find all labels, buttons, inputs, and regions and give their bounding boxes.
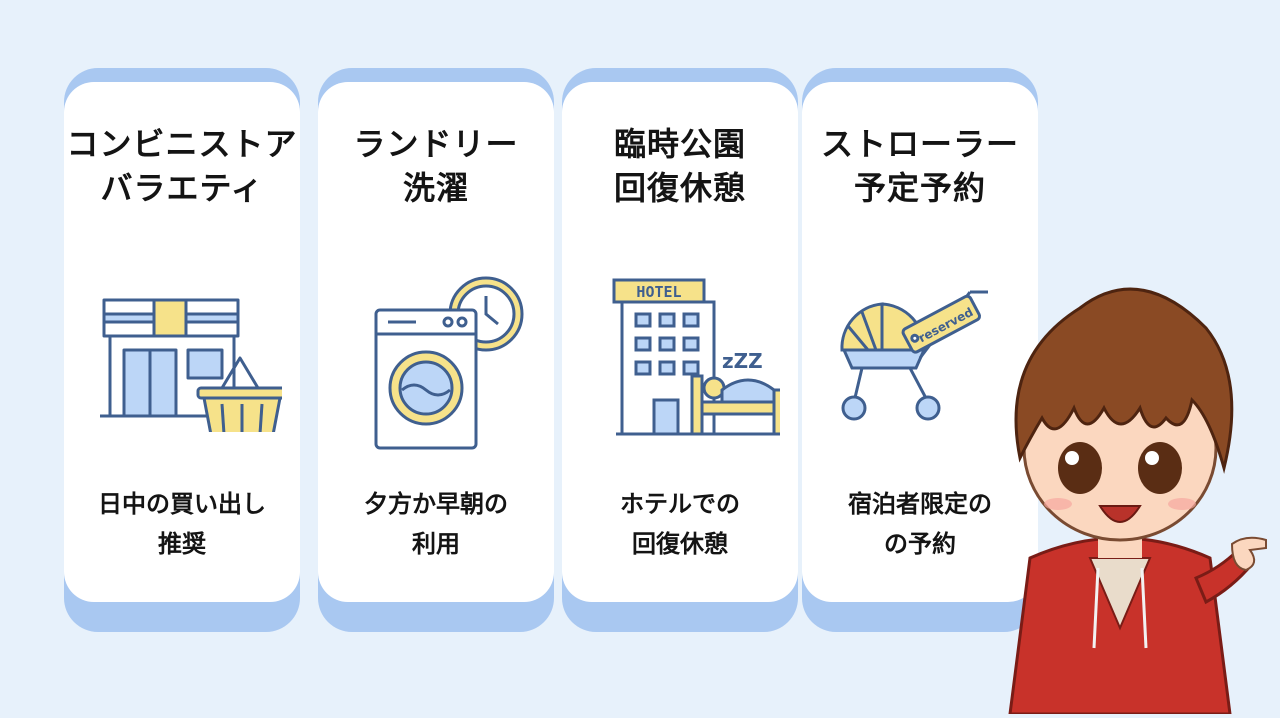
card-description: 宿泊者限定の の予約 xyxy=(802,484,1038,564)
card-title-line: 回復休憩 xyxy=(613,169,746,207)
card-description-line: 夕方か早朝の xyxy=(364,490,508,518)
card-description-line: 回復休憩 xyxy=(632,530,728,558)
sleep-zzz-text: zZZ xyxy=(722,349,763,373)
card-title-line: バラエティ xyxy=(100,169,264,207)
card-title-line: 洗濯 xyxy=(402,169,469,207)
card-description-line: 日中の買い出し xyxy=(98,490,266,518)
card-title: コンビニストア バラエティ xyxy=(64,122,300,210)
card-description: 夕方か早朝の 利用 xyxy=(318,484,554,564)
mascot-hair xyxy=(1014,287,1234,474)
card-body: ストローラー 予定予約 xyxy=(802,82,1038,602)
card-description-line: ホテルでの xyxy=(620,490,740,518)
card-description: ホテルでの 回復休憩 xyxy=(562,484,798,564)
card-stroller-reservation: ストローラー 予定予約 xyxy=(802,68,1038,632)
card-title: 臨時公園 回復休憩 xyxy=(562,122,798,210)
hotel-sign-text: HOTEL xyxy=(636,283,681,301)
hotel-icon: HOTEL zZZ xyxy=(562,272,798,452)
card-title-line: コンビニストア xyxy=(66,125,298,163)
card-description: 日中の買い出し 推奨 xyxy=(64,484,300,564)
card-title: ストローラー 予定予約 xyxy=(802,122,1038,210)
washing-machine-icon xyxy=(318,272,554,452)
convenience-store-icon xyxy=(64,272,300,452)
card-description-line: 利用 xyxy=(412,530,460,558)
card-body: コンビニストア バラエティ xyxy=(64,82,300,602)
card-title-line: 臨時公園 xyxy=(613,125,746,163)
card-title-line: ストローラー xyxy=(820,125,1019,163)
card-description-line: の予約 xyxy=(884,530,956,558)
card-convenience-store: コンビニストア バラエティ xyxy=(64,68,300,632)
card-title-line: 予定予約 xyxy=(853,169,986,207)
mascot-mouth xyxy=(1098,505,1142,523)
card-title: ランドリー 洗濯 xyxy=(318,122,554,210)
card-laundry: ランドリー 洗濯 夕方か早朝の xyxy=(318,68,554,632)
mascot-character xyxy=(970,268,1270,718)
stroller-icon: reserved xyxy=(802,272,1038,452)
card-body: 臨時公園 回復休憩 xyxy=(562,82,798,602)
card-title-line: ランドリー xyxy=(353,125,519,163)
card-description-line: 推奨 xyxy=(158,530,206,558)
card-description-line: 宿泊者限定の xyxy=(848,490,992,518)
card-temporary-rest: 臨時公園 回復休憩 xyxy=(562,68,798,632)
card-body: ランドリー 洗濯 夕方か早朝の xyxy=(318,82,554,602)
pointing-hand xyxy=(1230,536,1267,572)
